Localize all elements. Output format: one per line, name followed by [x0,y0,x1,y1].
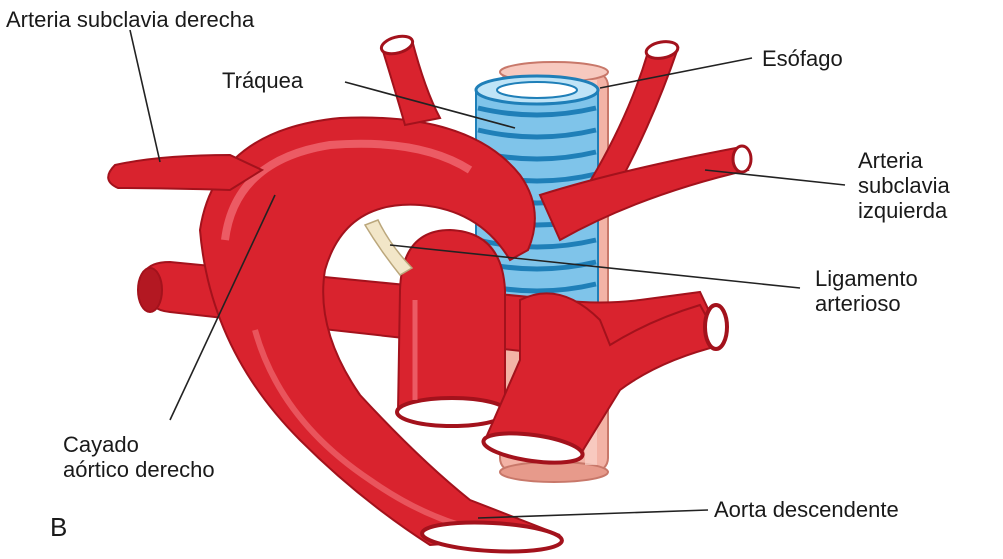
label-subclavia-derecha: Arteria subclavia derecha [6,7,254,32]
right-subclavian-artery [108,155,262,190]
leader-subclavia-derecha [130,30,160,162]
label-cayado: Cayado aórtico derecho [63,432,215,482]
leader-esofago [600,58,752,88]
label-traquea: Tráquea [222,68,303,93]
label-aorta-descendente: Aorta descendente [714,497,899,522]
left-top-branch [379,33,440,125]
label-subclavia-izquierda-line-3: izquierda [858,198,950,223]
left-descending-branch [397,230,507,426]
label-subclavia-izquierda-line-1: Arteria [858,148,950,173]
panel-letter: B [50,515,67,540]
label-subclavia-izquierda: Arteria subclavia izquierda [858,148,950,223]
leader-subclavia-izquierda [705,170,845,185]
label-ligamento-line-2: arterioso [815,291,918,316]
label-esofago: Esófago [762,46,843,71]
ligamentum-arteriosum [365,220,412,275]
label-cayado-line-2: aórtico derecho [63,457,215,482]
label-ligamento: Ligamento arterioso [815,266,918,316]
label-cayado-line-1: Cayado [63,432,215,457]
leader-aorta-descendente [478,510,708,518]
label-ligamento-line-1: Ligamento [815,266,918,291]
label-subclavia-izquierda-line-2: subclavia [858,173,950,198]
